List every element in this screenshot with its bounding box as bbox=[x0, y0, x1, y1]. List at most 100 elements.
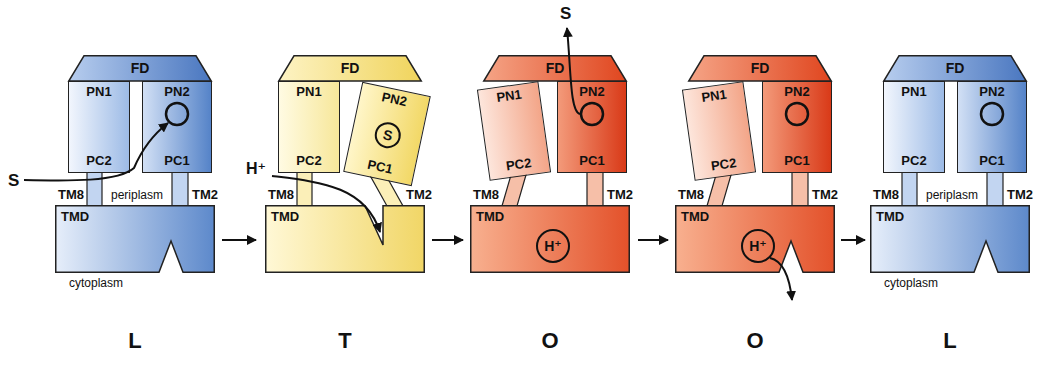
shape-outline bbox=[871, 206, 1030, 273]
fd-domain: FD bbox=[278, 55, 422, 81]
tmd-box: TMD H⁺ bbox=[470, 205, 630, 273]
step-arrow bbox=[432, 239, 463, 241]
domain-name: FD bbox=[131, 60, 150, 76]
domain-name: TMD bbox=[876, 210, 904, 225]
domain-box: PN2PC1 bbox=[957, 81, 1027, 173]
domain-box: PN1PC2 bbox=[278, 81, 340, 173]
bound-ligand-circle: S bbox=[372, 120, 403, 151]
state-label: O bbox=[541, 328, 558, 353]
domain-box: PN1PC2 bbox=[883, 81, 945, 173]
domain-box: PN1PC2 bbox=[682, 81, 756, 181]
tm8-helix bbox=[297, 171, 312, 206]
binding-site bbox=[981, 103, 1003, 125]
domain-name: FD bbox=[946, 60, 965, 76]
shape-outline bbox=[676, 206, 835, 273]
domain-name: TMD bbox=[271, 210, 299, 225]
domain-name: PC1 bbox=[579, 154, 604, 169]
domain-name: PN2 bbox=[979, 85, 1004, 100]
shape-outline bbox=[266, 206, 425, 273]
binding-site bbox=[581, 103, 603, 125]
tmd-box: TMD bbox=[55, 205, 215, 273]
tmd-box: TMD H⁺ bbox=[675, 205, 835, 273]
tm2-helix bbox=[587, 171, 603, 206]
proton-path bbox=[770, 258, 792, 300]
tm2-helix bbox=[172, 171, 188, 206]
helix-label: TM2 bbox=[192, 188, 218, 203]
binding-site bbox=[786, 103, 808, 125]
domain-name: TMD bbox=[61, 210, 89, 225]
domain-name: PC2 bbox=[505, 156, 532, 174]
shape-outline bbox=[471, 206, 630, 273]
state-label: T bbox=[338, 328, 351, 353]
tm2-helix bbox=[987, 171, 1003, 206]
fd-domain: FD bbox=[483, 55, 627, 81]
state-label: L bbox=[128, 328, 141, 353]
domain-name: TMD bbox=[681, 210, 709, 225]
step-arrow bbox=[638, 239, 668, 241]
domain-name: PC2 bbox=[901, 154, 926, 169]
tm8-helix bbox=[902, 171, 917, 206]
domain-name: PC2 bbox=[296, 154, 321, 169]
helix-label: TM8 bbox=[873, 188, 899, 203]
ligand-label: S bbox=[560, 4, 571, 24]
domain-name: PN1 bbox=[296, 85, 321, 100]
domain-name: FD bbox=[341, 60, 360, 76]
domain-name: PC1 bbox=[979, 154, 1004, 169]
shape-outline bbox=[884, 56, 1027, 81]
ligand-text: H⁺ bbox=[749, 238, 767, 254]
domain-box: PN2PC1 bbox=[557, 81, 627, 173]
shape-outline bbox=[69, 56, 212, 81]
domain-box: PN2PC1 S bbox=[343, 82, 431, 187]
shape-outline bbox=[484, 56, 627, 81]
ligand-text: H⁺ bbox=[544, 238, 562, 254]
domain-name: PN1 bbox=[496, 88, 523, 106]
shape-outline bbox=[689, 56, 832, 81]
shape-outline bbox=[279, 56, 422, 81]
domain-name: PN1 bbox=[901, 85, 926, 100]
domain-name: PN1 bbox=[86, 85, 111, 100]
helix-label: TM2 bbox=[406, 188, 432, 203]
fd-domain: FD bbox=[68, 55, 212, 81]
fd-domain: FD bbox=[688, 55, 832, 81]
proton-label: H⁺ bbox=[246, 160, 266, 178]
domain-name: TMD bbox=[476, 210, 504, 225]
domain-box: PN2PC1 bbox=[762, 81, 832, 173]
binding-site bbox=[166, 103, 188, 125]
helix-label: TM2 bbox=[1007, 188, 1033, 203]
domain-box: PN1PC2 bbox=[477, 81, 551, 181]
bound-ligand-circle: H⁺ bbox=[536, 229, 570, 263]
substrate-path bbox=[24, 123, 168, 181]
helix-label: TM2 bbox=[812, 188, 838, 203]
domain-box: PN1PC2 bbox=[68, 81, 130, 173]
domain-name: PC1 bbox=[164, 154, 189, 169]
bound-ligand-circle: H⁺ bbox=[741, 229, 775, 263]
domain-name: PC1 bbox=[784, 154, 809, 169]
step-arrow bbox=[222, 239, 256, 241]
compartment-label: periplasm bbox=[111, 189, 163, 203]
domain-name: PC2 bbox=[86, 154, 111, 169]
shape-outline bbox=[56, 206, 215, 273]
compartment-label: periplasm bbox=[926, 189, 978, 203]
helix-label: TM8 bbox=[268, 188, 294, 203]
domain-name: PC1 bbox=[366, 158, 394, 178]
state-label: L bbox=[943, 328, 956, 353]
helix-label: TM8 bbox=[473, 188, 499, 203]
state-label: O bbox=[746, 328, 763, 353]
domain-name: FD bbox=[751, 60, 770, 76]
helix-label: TM2 bbox=[607, 188, 633, 203]
helix-label: TM8 bbox=[58, 188, 84, 203]
domain-name: PN2 bbox=[380, 90, 408, 110]
tmd-box: TMD bbox=[265, 205, 425, 273]
helix-label: TM8 bbox=[678, 188, 704, 203]
compartment-label: cytoplasm bbox=[69, 277, 123, 291]
fd-domain: FD bbox=[883, 55, 1027, 81]
compartment-label: cytoplasm bbox=[884, 277, 938, 291]
domain-name: PN1 bbox=[701, 88, 728, 106]
ligand-text: S bbox=[382, 126, 394, 144]
domain-name: PN2 bbox=[784, 85, 809, 100]
domain-name: FD bbox=[546, 60, 565, 76]
step-arrow bbox=[841, 239, 865, 241]
domain-name: PN2 bbox=[164, 85, 189, 100]
